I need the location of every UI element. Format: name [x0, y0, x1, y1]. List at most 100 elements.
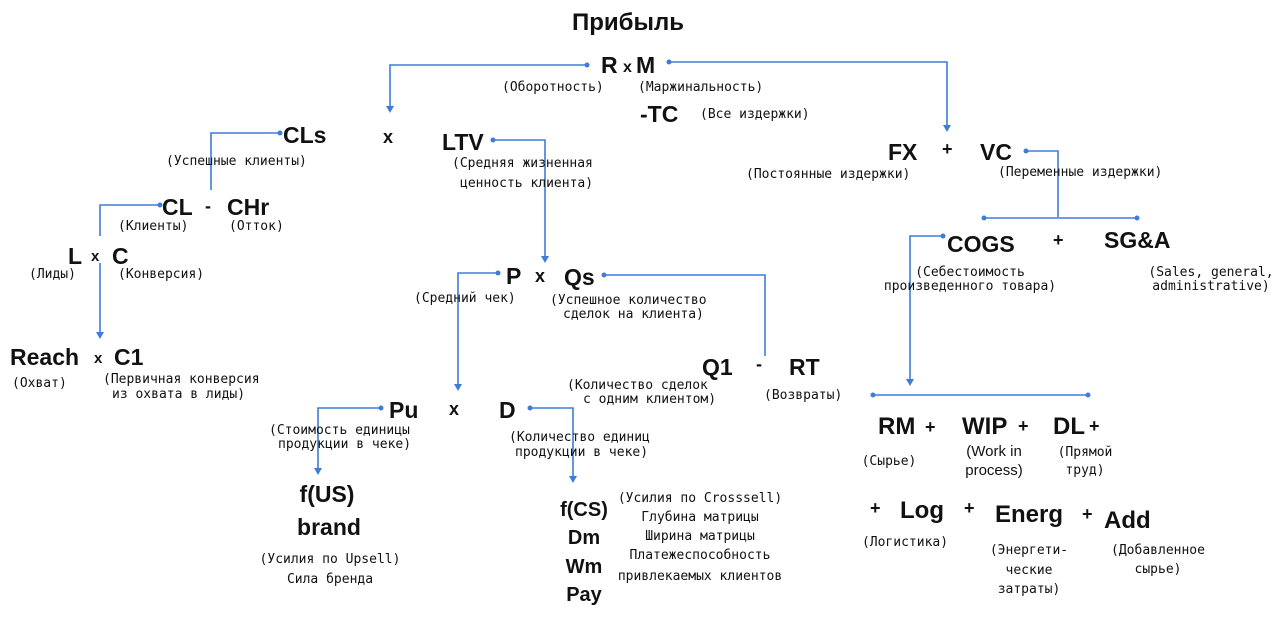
connector-dot — [490, 137, 496, 143]
c1-label-line1: (Первичная конверсия — [103, 372, 260, 387]
connector-dot — [277, 130, 283, 136]
connector-dot — [1134, 215, 1140, 221]
arrowhead — [569, 476, 577, 483]
fcs-label-line2: Глубина матрицы — [641, 510, 759, 525]
q1-label-line2: с одним клиентом) — [583, 392, 716, 407]
energ-label-line3: затраты) — [998, 582, 1061, 597]
reach-symbol: Reach — [10, 344, 79, 370]
connector-dot — [157, 202, 163, 208]
connector-ltv-to-pqs — [493, 139, 546, 258]
chr-label: (Отток) — [229, 219, 284, 234]
wm-symbol: Wm — [566, 556, 603, 578]
connectors — [96, 59, 1140, 483]
vc-symbol: VC — [980, 139, 1012, 165]
sga-label-line1: (Sales, general, — [1148, 265, 1273, 280]
log-plus: + — [870, 498, 881, 518]
connector-cls-to-cl — [210, 132, 280, 190]
wip-label-line2: process) — [965, 462, 1023, 479]
add-label-line2: сырье) — [1135, 562, 1182, 577]
arrowhead — [541, 256, 549, 263]
connector-dot — [495, 270, 501, 276]
m-symbol: M — [636, 52, 655, 78]
dl-label-line1: (Прямой — [1058, 445, 1113, 460]
cl-label: (Клиенты) — [118, 219, 188, 234]
arrowhead — [943, 125, 951, 132]
fcs-symbol: f(CS) — [560, 499, 608, 521]
c1-label-line2: из охвата в лиды) — [112, 387, 245, 402]
fus-label-line2: Сила бренда — [287, 572, 373, 587]
arrowhead — [386, 106, 394, 113]
wip-label-line1: (Work in — [966, 443, 1022, 460]
m-label: (Маржинальность) — [638, 80, 763, 95]
pay-symbol: Pay — [566, 584, 602, 606]
log-symbol: Log — [900, 497, 944, 524]
cogs-plus-sga: + — [1053, 230, 1064, 250]
vc-label: (Переменные издержки) — [998, 165, 1162, 180]
cogs-label-line2: произведенного товара) — [884, 279, 1056, 294]
fx-plus-vc: + — [942, 139, 953, 159]
arrowhead — [906, 379, 914, 386]
fx-symbol: FX — [888, 139, 918, 165]
fcs-label-line3: Ширина матрицы — [645, 529, 755, 544]
connector-d-to-fcs — [530, 407, 574, 478]
connector-dot — [870, 392, 876, 398]
r-times-m: x — [623, 59, 632, 76]
pu-symbol: Pu — [389, 397, 418, 423]
wip-plus: + — [1018, 416, 1029, 436]
rm-label: (Сырье) — [862, 454, 917, 469]
dm-symbol: Dm — [568, 527, 600, 549]
fx-label: (Постоянные издержки) — [746, 167, 910, 182]
connector-dot — [666, 59, 672, 65]
add-symbol: Add — [1104, 507, 1151, 534]
connector-m-to-fx-vc — [669, 61, 948, 127]
connector-p-to-pu — [457, 272, 498, 386]
connector-pu-to-fus — [317, 407, 381, 470]
d-label-line1: (Количество единиц — [509, 430, 650, 445]
cls-symbol: CLs — [283, 122, 326, 148]
log-label: (Логистика) — [862, 535, 948, 550]
connector-vc-to-cogs-sga — [1026, 150, 1059, 217]
connector-dot — [940, 233, 946, 239]
sga-symbol: SG&A — [1104, 227, 1170, 253]
rt-label: (Возвраты) — [764, 388, 842, 403]
connector-r-to-cls-ltv — [389, 64, 587, 108]
tc-symbol: -TC — [640, 101, 678, 127]
fus-symbol: f(US) — [300, 481, 355, 507]
pu-label-line2: продукции в чеке) — [278, 437, 411, 452]
fus-label-line1: (Усилия по Upsell) — [260, 552, 401, 567]
connector-cogs-to-components — [909, 235, 943, 381]
ltv-label-line1: (Средняя жизненная — [452, 156, 593, 171]
rm-plus: + — [925, 417, 936, 437]
connector-dot — [1023, 148, 1029, 154]
r-symbol: R — [601, 52, 618, 78]
rt-symbol: RT — [789, 354, 820, 380]
q1-minus-rt: - — [756, 354, 762, 374]
p-label: (Средний чек) — [414, 291, 516, 306]
connector-dot — [584, 62, 590, 68]
qs-symbol: Qs — [564, 264, 595, 290]
d-label-line2: продукции в чеке) — [515, 445, 648, 460]
c1-symbol: C1 — [114, 344, 144, 370]
connector-dot — [527, 405, 533, 411]
energ-plus: + — [964, 498, 975, 518]
sga-label-line2: administrative) — [1152, 279, 1269, 294]
brand-symbol: brand — [297, 514, 361, 540]
connector-qs-to-q1rt — [604, 274, 766, 356]
arrowhead — [314, 468, 322, 475]
cl-minus-chr: - — [205, 196, 211, 216]
cls-times-ltv: x — [383, 127, 393, 147]
connector-dot — [981, 215, 987, 221]
connector-dot — [601, 272, 607, 278]
cl-symbol: CL — [162, 194, 193, 220]
q1-symbol: Q1 — [702, 354, 733, 380]
connector-dot — [378, 405, 384, 411]
qs-label-line2: сделок на клиента) — [563, 307, 704, 322]
cogs-symbol: COGS — [947, 231, 1015, 257]
l-times-c: x — [91, 248, 100, 265]
dl-label-line2: труд) — [1065, 463, 1104, 478]
cls-label: (Успешные клиенты) — [166, 154, 307, 169]
add-plus: + — [1082, 504, 1093, 524]
fcs-label-line1: (Усилия по Crosssell) — [618, 491, 782, 506]
dl-plus: + — [1089, 416, 1100, 436]
